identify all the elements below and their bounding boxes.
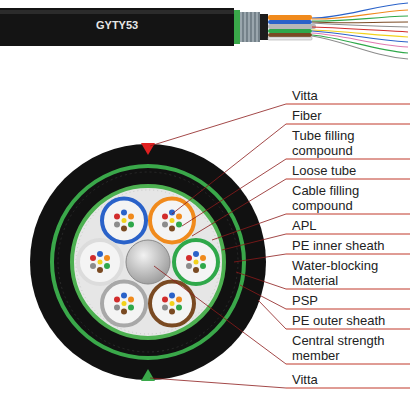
part-label: PSP bbox=[292, 293, 410, 308]
part-label: APL bbox=[292, 218, 410, 233]
part-label: Water-blocking Material bbox=[292, 258, 410, 288]
part-label: Vitta bbox=[292, 372, 410, 387]
part-label: Cable filling compound bbox=[292, 183, 410, 213]
part-label: PE inner sheath bbox=[292, 238, 410, 253]
part-label: Fiber bbox=[292, 108, 410, 123]
part-label: Central strength member bbox=[292, 333, 410, 363]
part-label: PE outer sheath bbox=[292, 313, 410, 328]
part-label: Loose tube bbox=[292, 163, 410, 178]
part-label: Vitta bbox=[292, 88, 410, 103]
cable-marking: GYTY53 bbox=[96, 19, 166, 32]
part-label: Tube filling compound bbox=[292, 128, 410, 158]
